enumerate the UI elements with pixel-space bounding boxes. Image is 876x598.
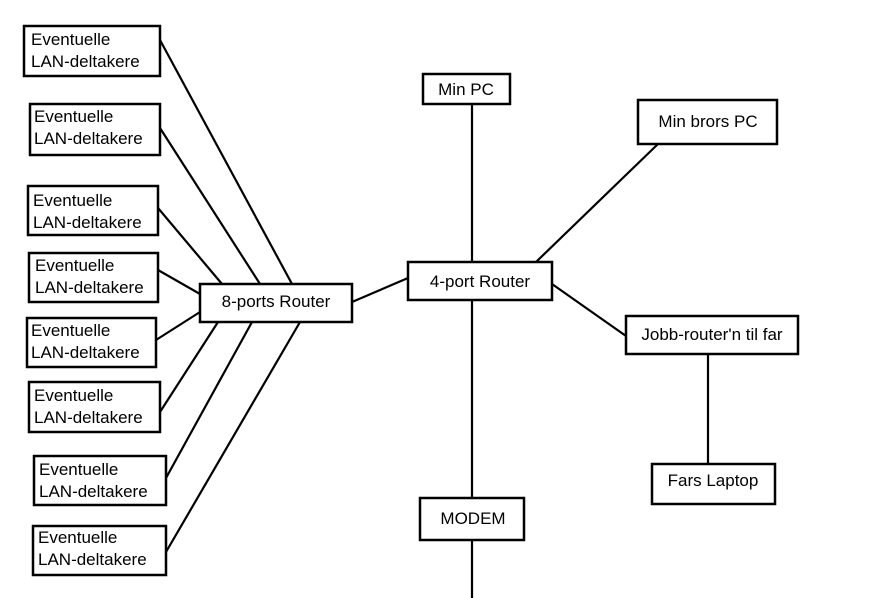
lan-participant-line1: Eventuelle xyxy=(38,528,117,547)
lan-participant-line1: Eventuelle xyxy=(31,321,110,340)
lan-participant-box xyxy=(25,316,158,369)
lan-participant-line2: LAN-deltakere xyxy=(39,482,148,501)
lan-participant-line2: LAN-deltakere xyxy=(34,129,143,148)
lan-participant-line2: LAN-deltakere xyxy=(35,278,144,297)
connector-brothers-pc-to-4port xyxy=(535,143,659,263)
lan-participant-box xyxy=(27,251,160,304)
lan-participant-node: Eventuelle LAN-deltakere xyxy=(32,454,168,507)
lan-participant-node: Eventuelle LAN-deltakere xyxy=(28,102,162,157)
lan-participant-node: Eventuelle LAN-deltakere xyxy=(31,524,168,577)
lan-participant-node: Eventuelle LAN-deltakere xyxy=(25,316,158,369)
connector-lan-8-to-8port xyxy=(165,321,301,553)
lan-participant-node: Eventuelle LAN-deltakere xyxy=(22,24,162,78)
work-router-label: Jobb-router'n til far xyxy=(641,325,783,344)
my-pc-label: Min PC xyxy=(438,80,494,99)
lan-participant-box xyxy=(27,380,162,434)
router-8-port-label: 8-ports Router xyxy=(222,292,331,311)
connector-8port-to-4port xyxy=(351,276,409,304)
modem-node: MODEM xyxy=(418,496,526,542)
connector-lan-2-to-8port xyxy=(159,127,261,285)
lan-participant-box xyxy=(28,102,162,157)
modem-box xyxy=(418,496,526,542)
connector-lan-5-to-8port xyxy=(155,311,201,341)
lan-participant-line2: LAN-deltakere xyxy=(34,408,143,427)
lan-participant-box xyxy=(32,454,168,507)
connector-lan-3-to-8port xyxy=(157,207,223,285)
lan-participant-line1: Eventuelle xyxy=(35,256,114,275)
my-pc-node: Min PC xyxy=(421,72,512,106)
connector-lan-1-to-8port xyxy=(159,39,293,285)
brothers-pc-node: Min brors PC xyxy=(636,98,779,146)
lan-participant-node: Eventuelle LAN-deltakere xyxy=(27,380,162,434)
lan-participant-line2: LAN-deltakere xyxy=(33,213,142,232)
connector-lan-4-to-8port xyxy=(157,269,201,295)
lan-participant-box xyxy=(22,24,162,78)
lan-participant-line1: Eventuelle xyxy=(31,30,110,49)
lan-participant-box xyxy=(26,184,160,237)
dads-laptop-box xyxy=(650,462,777,506)
dads-laptop-node: Fars Laptop xyxy=(650,462,777,506)
lan-participant-line2: LAN-deltakere xyxy=(31,343,140,362)
lan-participant-line1: Eventuelle xyxy=(39,460,118,479)
dads-laptop-label: Fars Laptop xyxy=(668,471,759,490)
lan-participant-line2: LAN-deltakere xyxy=(31,52,140,71)
lan-participant-line1: Eventuelle xyxy=(33,191,112,210)
brothers-pc-label: Min brors PC xyxy=(658,112,757,131)
connector-lan-6-to-8port xyxy=(159,321,219,413)
brothers-pc-box xyxy=(636,98,779,146)
router-4-port-label: 4-port Router xyxy=(430,272,530,291)
router-8-port-node: 8-ports Router xyxy=(198,282,354,324)
lan-participant-line1: Eventuelle xyxy=(34,107,113,126)
router-4-port-node: 4-port Router xyxy=(406,260,554,302)
lan-participant-box xyxy=(31,524,168,577)
lan-participant-node: Eventuelle LAN-deltakere xyxy=(26,184,160,237)
work-router-node: Jobb-router'n til far xyxy=(624,314,800,356)
work-router-box xyxy=(624,314,800,356)
connections xyxy=(155,39,710,598)
lan-participant-line2: LAN-deltakere xyxy=(38,550,147,569)
connector-4port-to-work-router xyxy=(551,283,627,337)
lan-participant-line1: Eventuelle xyxy=(34,386,113,405)
lan-participant-node: Eventuelle LAN-deltakere xyxy=(27,251,160,304)
modem-label: MODEM xyxy=(440,509,505,528)
connector-lan-7-to-8port xyxy=(165,321,253,479)
router-8-port-box xyxy=(198,282,354,324)
my-pc-box xyxy=(421,72,512,106)
router-4-port-box xyxy=(406,260,554,302)
